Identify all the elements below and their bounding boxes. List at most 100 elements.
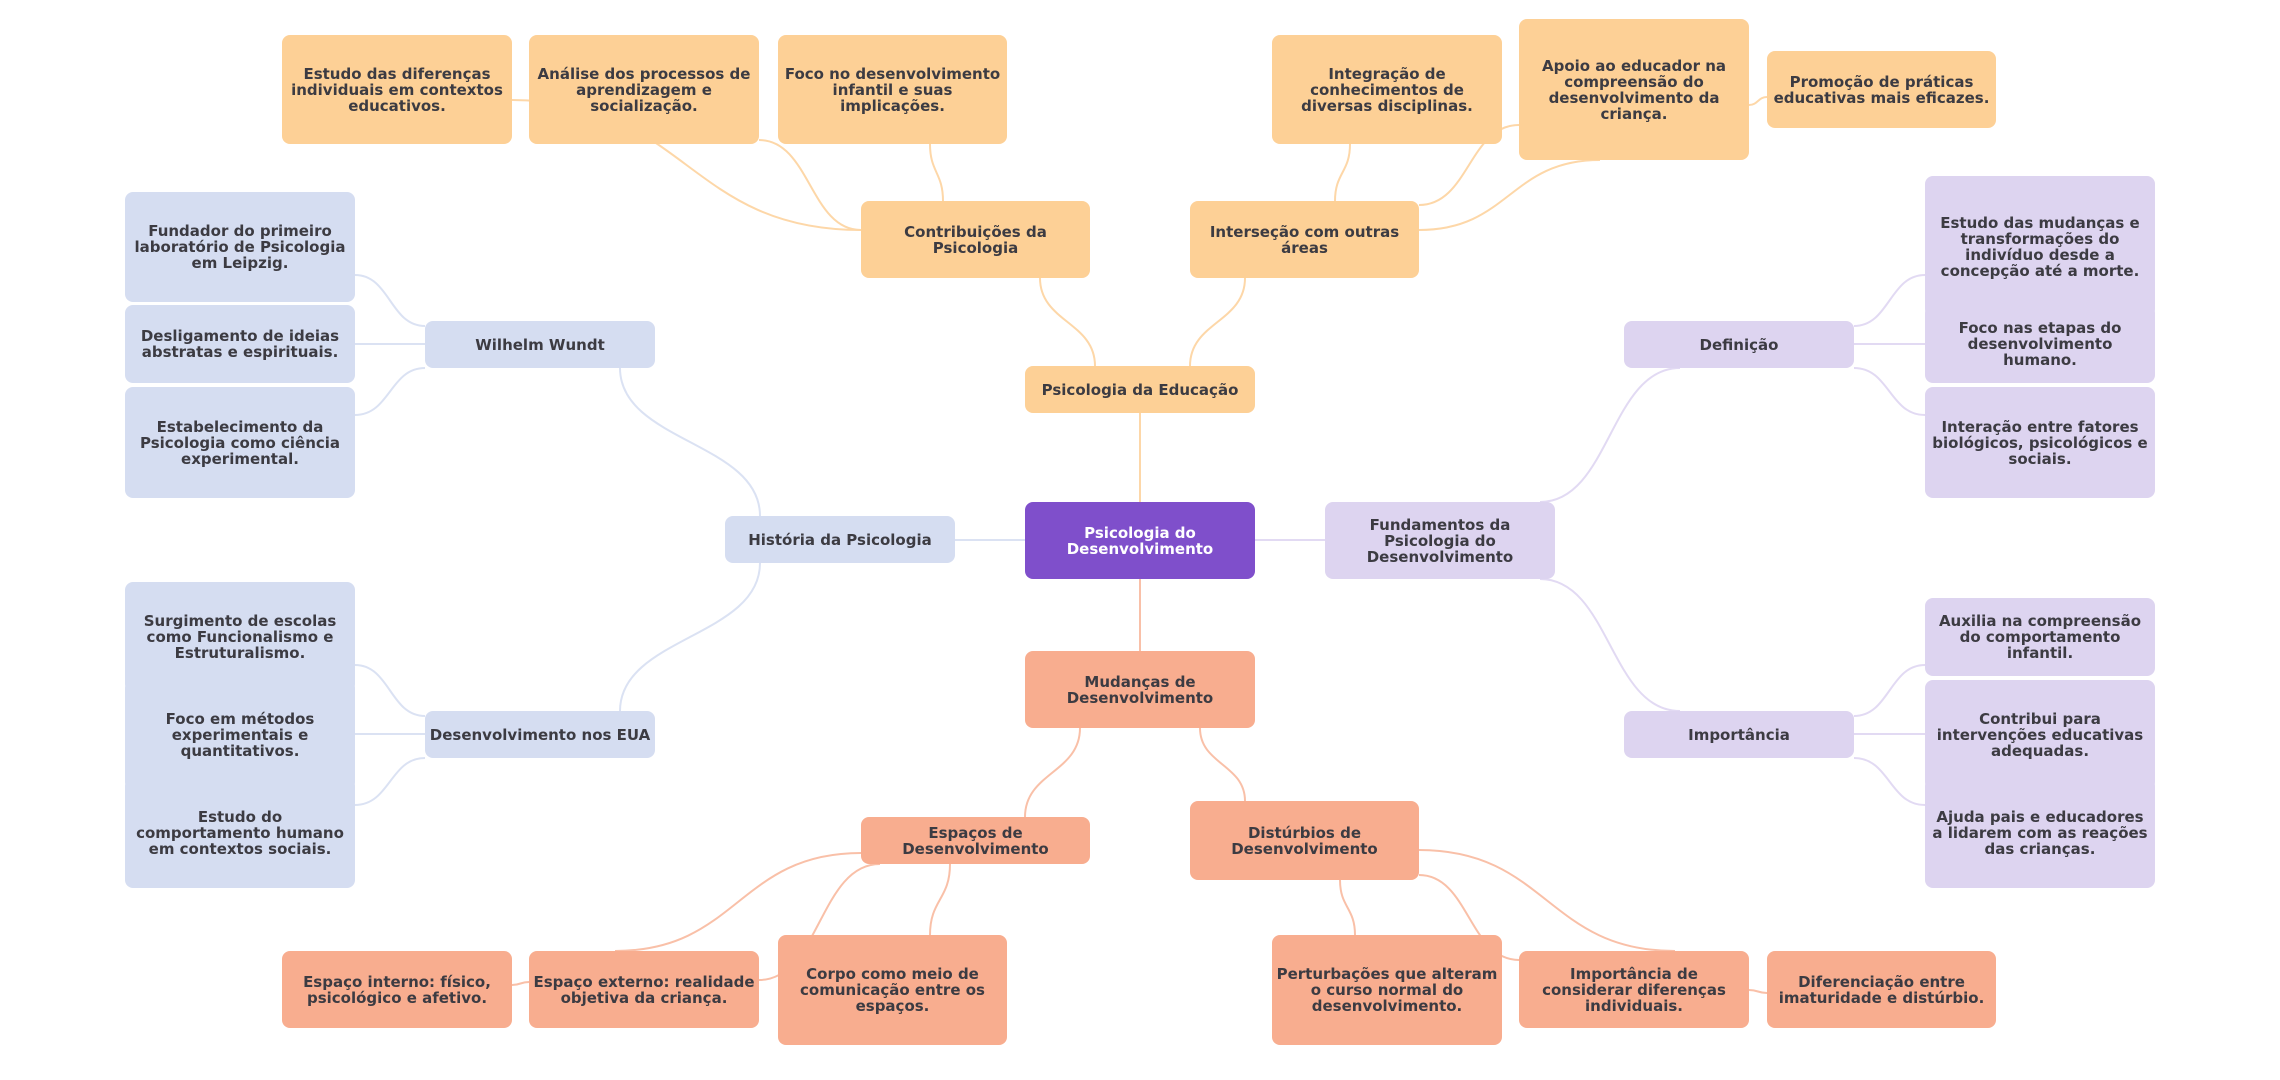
- topic-label: Interseção com outras áreas: [1209, 222, 1400, 257]
- connector-line: [354, 367, 426, 416]
- connector-line: [1418, 849, 1676, 952]
- connector-line: [354, 664, 426, 717]
- leaf-node[interactable]: Foco no desenvolvimento infantil e suas …: [778, 35, 1007, 144]
- leaf-node[interactable]: Foco nas etapas do desenvolvimento human…: [1925, 305, 2155, 383]
- connector-line: [619, 562, 761, 712]
- connector-line: [1853, 274, 1926, 327]
- leaf-label: Foco no desenvolvimento infantil e suas …: [784, 64, 1001, 115]
- leaf-label: Surgimento de escolas como Funcionalismo…: [143, 612, 337, 662]
- branch-mudancas-label: Mudanças de Desenvolvimento: [1066, 672, 1214, 707]
- leaf-label: Ajuda pais e educadores a lidarem com as…: [1932, 808, 2148, 858]
- leaf-label: Perturbações que alteram o curso normal …: [1276, 965, 1498, 1015]
- topic-label: Contribuições da Psicologia: [904, 222, 1047, 257]
- leaf-label: Integração de conhecimentos de diversas …: [1301, 64, 1473, 115]
- topic-label: Definição: [1699, 335, 1779, 354]
- leaf-node[interactable]: Ajuda pais e educadores a lidarem com as…: [1925, 778, 2155, 888]
- topic-label: Espaços de Desenvolvimento: [902, 823, 1049, 858]
- connector-line: [1748, 96, 1768, 106]
- leaf-label: Desligamento de ideias abstratas e espir…: [140, 327, 340, 361]
- leaf-node[interactable]: Foco em métodos experimentais e quantita…: [125, 680, 355, 790]
- leaf-node[interactable]: Diferenciação entre imaturidade e distúr…: [1767, 951, 1996, 1028]
- topic-eua[interactable]: Desenvolvimento nos EUA: [425, 711, 655, 758]
- leaf-label: Análise dos processos de aprendizagem e …: [537, 64, 751, 115]
- connector-line: [1339, 879, 1356, 936]
- connector-line: [1853, 664, 1926, 717]
- topic-label: Wilhelm Wundt: [475, 335, 605, 354]
- leaf-node[interactable]: Espaço interno: físico, psicológico e af…: [282, 951, 512, 1028]
- leaf-node[interactable]: Contribui para intervenções educativas a…: [1925, 680, 2155, 790]
- branch-educacao-label: Psicologia da Educação: [1041, 380, 1239, 399]
- connector-line: [1853, 367, 1926, 416]
- leaf-label: Espaço interno: físico, psicológico e af…: [303, 972, 491, 1007]
- leaf-label: Interação entre fatores biológicos, psic…: [1932, 417, 2148, 468]
- branch-educacao[interactable]: Psicologia da Educação: [1025, 366, 1255, 413]
- leaf-node[interactable]: Estabelecimento da Psicologia como ciênc…: [125, 387, 355, 498]
- topic-importancia[interactable]: Importância: [1624, 711, 1854, 758]
- leaf-node[interactable]: Apoio ao educador na compreensão do dese…: [1519, 19, 1749, 160]
- branch-fundamentos[interactable]: Fundamentos da Psicologia do Desenvolvim…: [1325, 502, 1555, 579]
- leaf-label: Promoção de práticas educativas mais efi…: [1773, 72, 1990, 107]
- topic-wundt[interactable]: Wilhelm Wundt: [425, 321, 655, 368]
- leaf-node[interactable]: Espaço externo: realidade objetiva da cr…: [529, 951, 759, 1028]
- leaf-label: Contribui para intervenções educativas a…: [1936, 710, 2144, 760]
- leaf-label: Estabelecimento da Psicologia como ciênc…: [139, 417, 341, 468]
- connector-line: [619, 367, 761, 517]
- connector-line: [1024, 727, 1081, 818]
- leaf-node[interactable]: Estudo das mudanças e transformações do …: [1925, 176, 2155, 317]
- leaf-label: Auxilia na compreensão do comportamento …: [1938, 612, 2142, 662]
- leaf-label: Foco nas etapas do desenvolvimento human…: [1958, 319, 2122, 369]
- leaf-node[interactable]: Corpo como meio de comunicação entre os …: [778, 935, 1007, 1045]
- topic-intersecao[interactable]: Interseção com outras áreas: [1190, 201, 1419, 278]
- leaf-label: Apoio ao educador na compreensão do dese…: [1541, 56, 1727, 123]
- leaf-node[interactable]: Surgimento de escolas como Funcionalismo…: [125, 582, 355, 692]
- leaf-node[interactable]: Estudo do comportamento humano em contex…: [125, 778, 355, 888]
- connector-line: [1418, 124, 1520, 206]
- branch-mudancas[interactable]: Mudanças de Desenvolvimento: [1025, 651, 1255, 728]
- connector-line: [1418, 159, 1601, 231]
- topic-definicao[interactable]: Definição: [1624, 321, 1854, 368]
- topic-label: Distúrbios de Desenvolvimento: [1231, 823, 1378, 858]
- branch-historia-label: História da Psicologia: [748, 530, 932, 549]
- branch-historia[interactable]: História da Psicologia: [725, 516, 955, 563]
- connector-line: [1539, 367, 1681, 503]
- branch-fundamentos-label: Fundamentos da Psicologia do Desenvolvim…: [1366, 515, 1514, 566]
- leaf-node[interactable]: Análise dos processos de aprendizagem e …: [529, 35, 759, 144]
- connector-line: [1539, 578, 1681, 712]
- root-node[interactable]: Psicologia do Desenvolvimento: [1025, 502, 1255, 579]
- topic-disturbios[interactable]: Distúrbios de Desenvolvimento: [1190, 801, 1419, 880]
- connector-line: [354, 757, 426, 806]
- leaf-label: Fundador do primeiro laboratório de Psic…: [134, 222, 346, 272]
- topic-contribuicoes[interactable]: Contribuições da Psicologia: [861, 201, 1090, 278]
- leaf-node[interactable]: Fundador do primeiro laboratório de Psic…: [125, 192, 355, 302]
- connector-line: [929, 863, 951, 936]
- leaf-label: Estudo do comportamento humano em contex…: [136, 808, 344, 858]
- root-label: Psicologia do Desenvolvimento: [1066, 523, 1214, 558]
- connector-line: [1334, 143, 1351, 202]
- leaf-label: Corpo como meio de comunicação entre os …: [800, 965, 985, 1015]
- connector-line: [1189, 277, 1246, 367]
- topic-label: Importância: [1688, 725, 1790, 744]
- topic-label: Desenvolvimento nos EUA: [429, 725, 651, 744]
- leaf-node[interactable]: Perturbações que alteram o curso normal …: [1272, 935, 1502, 1045]
- leaf-node[interactable]: Promoção de práticas educativas mais efi…: [1767, 51, 1996, 128]
- connector-line: [758, 139, 862, 231]
- leaf-node[interactable]: Importância de considerar diferenças ind…: [1519, 951, 1749, 1028]
- leaf-node[interactable]: Estudo das diferenças individuais em con…: [282, 35, 512, 144]
- leaf-node[interactable]: Interação entre fatores biológicos, psic…: [1925, 387, 2155, 498]
- connector-line: [511, 981, 530, 986]
- leaf-node[interactable]: Desligamento de ideias abstratas e espir…: [125, 305, 355, 383]
- leaf-label: Diferenciação entre imaturidade e distúr…: [1778, 972, 1985, 1007]
- leaf-node[interactable]: Integração de conhecimentos de diversas …: [1272, 35, 1502, 144]
- leaf-node[interactable]: Auxilia na compreensão do comportamento …: [1925, 598, 2155, 676]
- leaf-label: Estudo das diferenças individuais em con…: [291, 64, 503, 115]
- connector-line: [1039, 277, 1096, 367]
- leaf-label: Estudo das mudanças e transformações do …: [1940, 213, 2140, 280]
- leaf-label: Importância de considerar diferenças ind…: [1542, 964, 1726, 1015]
- leaf-label: Espaço externo: realidade objetiva da cr…: [533, 972, 755, 1007]
- connector-line: [1748, 989, 1768, 994]
- leaf-label: Foco em métodos experimentais e quantita…: [165, 710, 315, 760]
- connector-line: [1853, 757, 1926, 806]
- connector-line: [1199, 727, 1246, 802]
- topic-espacos[interactable]: Espaços de Desenvolvimento: [861, 817, 1090, 864]
